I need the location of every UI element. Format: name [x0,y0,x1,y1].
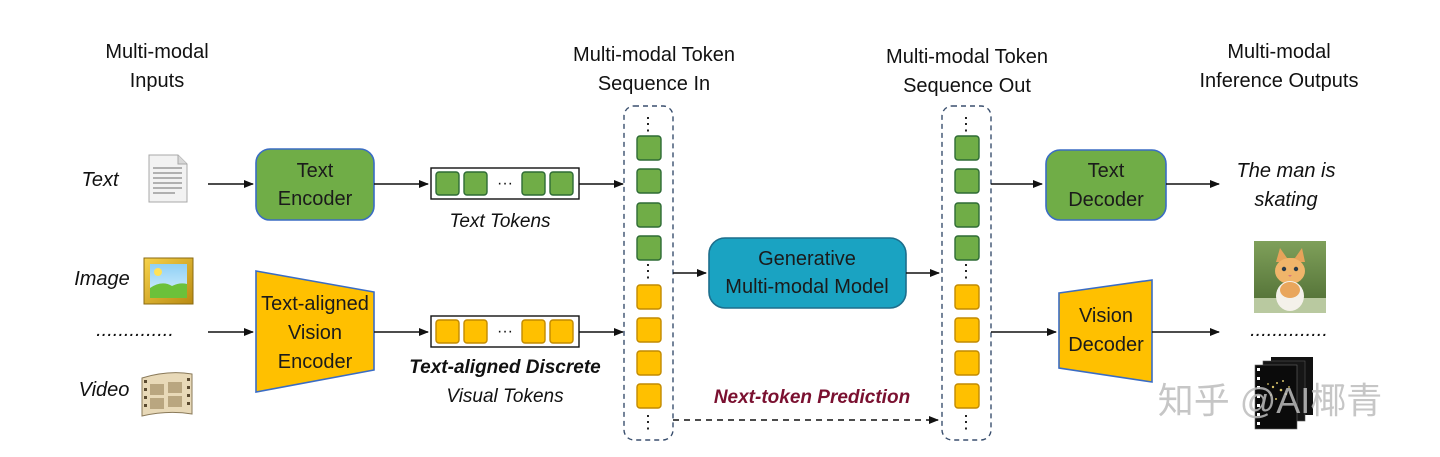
svg-text:Decoder: Decoder [1068,334,1144,356]
vdots: ⋮ [639,114,657,134]
svg-text:Vision: Vision [288,322,342,344]
svg-text:Decoder: Decoder [1068,189,1144,211]
input-label-video: Video [79,379,130,401]
seq-in-text-token [636,202,662,228]
output-text-line1: The man is [1237,160,1336,182]
input-dots: .............. [96,319,174,341]
vision-encoder-box: Text-aligned Vision Encoder [255,270,375,393]
watermark: 知乎 @AI椰青 [1158,380,1383,421]
film-frames-icon [1254,357,1313,430]
document-icon [148,154,188,203]
seq-in-visual-token [636,317,662,343]
text-tokens-caption: Text Tokens [449,211,551,232]
seq-in-text-token [636,235,662,261]
vdots: ⋮ [957,412,975,432]
header-sequence-out: Multi-modal Token Sequence Out [886,46,1048,97]
generative-model-box: Generative Multi-modal Model [708,237,907,309]
vdots: ⋮ [639,412,657,432]
seq-out-visual-token [954,317,980,343]
svg-text:Vision: Vision [1079,305,1133,327]
svg-text:Encoder: Encoder [278,351,353,373]
vdots: ⋮ [639,261,657,281]
visual-tokens-caption-line2: Visual Tokens [446,386,564,407]
header-sequence-in: Multi-modal Token Sequence In [573,44,735,95]
seq-in-visual-token [636,284,662,310]
svg-text:Multi-modal: Multi-modal [105,41,208,63]
visual-token [549,319,574,344]
output-dots: .............. [1250,319,1328,341]
text-token [463,171,488,196]
next-token-prediction-label: Next-token Prediction [714,387,910,408]
text-token [521,171,546,196]
visual-token-strip: ··· [430,315,580,348]
token-ellipsis: ··· [497,323,513,340]
visual-token [521,319,546,344]
seq-out-visual-token [954,350,980,376]
visual-tokens-caption-line1: Text-aligned Discrete [409,357,601,378]
svg-text:Multi-modal Model: Multi-modal Model [725,276,888,298]
svg-text:Multi-modal: Multi-modal [1227,41,1330,63]
svg-text:Inference Outputs: Inference Outputs [1200,70,1359,92]
svg-text:Sequence Out: Sequence Out [903,75,1031,97]
vision-decoder-box: Vision Decoder [1058,279,1153,383]
seq-out-visual-token [954,383,980,409]
svg-text:Text: Text [297,160,334,182]
header-inputs: Multi-modal Inputs [105,41,208,92]
text-token [549,171,574,196]
seq-out-text-token [954,202,980,228]
visual-token [435,319,460,344]
output-text-line2: skating [1254,189,1317,211]
text-token-strip: ··· [430,167,580,200]
seq-in-visual-token [636,383,662,409]
input-label-image: Image [74,268,130,290]
kitten-photo-icon [1254,241,1326,313]
input-label-text: Text [81,169,120,191]
seq-out-text-token [954,135,980,161]
vdots: ⋮ [957,114,975,134]
text-token [435,171,460,196]
text-decoder-box: Text Decoder [1045,149,1167,221]
seq-in-text-token [636,168,662,194]
token-ellipsis: ··· [497,175,513,192]
film-strip-icon [141,372,193,417]
svg-text:Text-aligned: Text-aligned [261,293,369,315]
seq-out-text-token [954,235,980,261]
svg-text:Sequence In: Sequence In [598,73,710,95]
seq-in-visual-token [636,350,662,376]
svg-text:Encoder: Encoder [278,188,353,210]
seq-out-text-token [954,168,980,194]
landscape-picture-icon [143,257,194,305]
text-encoder-box: Text Encoder [255,148,375,221]
seq-in-text-token [636,135,662,161]
visual-token [463,319,488,344]
token-sequence-in: ⋮ ⋮ ⋮ [623,105,674,441]
token-sequence-out: ⋮ ⋮ ⋮ [941,105,992,441]
svg-text:Text: Text [1088,160,1125,182]
vdots: ⋮ [957,261,975,281]
header-outputs: Multi-modal Inference Outputs [1200,41,1359,92]
svg-text:Inputs: Inputs [130,70,184,92]
seq-out-visual-token [954,284,980,310]
svg-text:Multi-modal Token: Multi-modal Token [573,44,735,66]
svg-text:Multi-modal Token: Multi-modal Token [886,46,1048,68]
svg-text:Generative: Generative [758,248,856,270]
